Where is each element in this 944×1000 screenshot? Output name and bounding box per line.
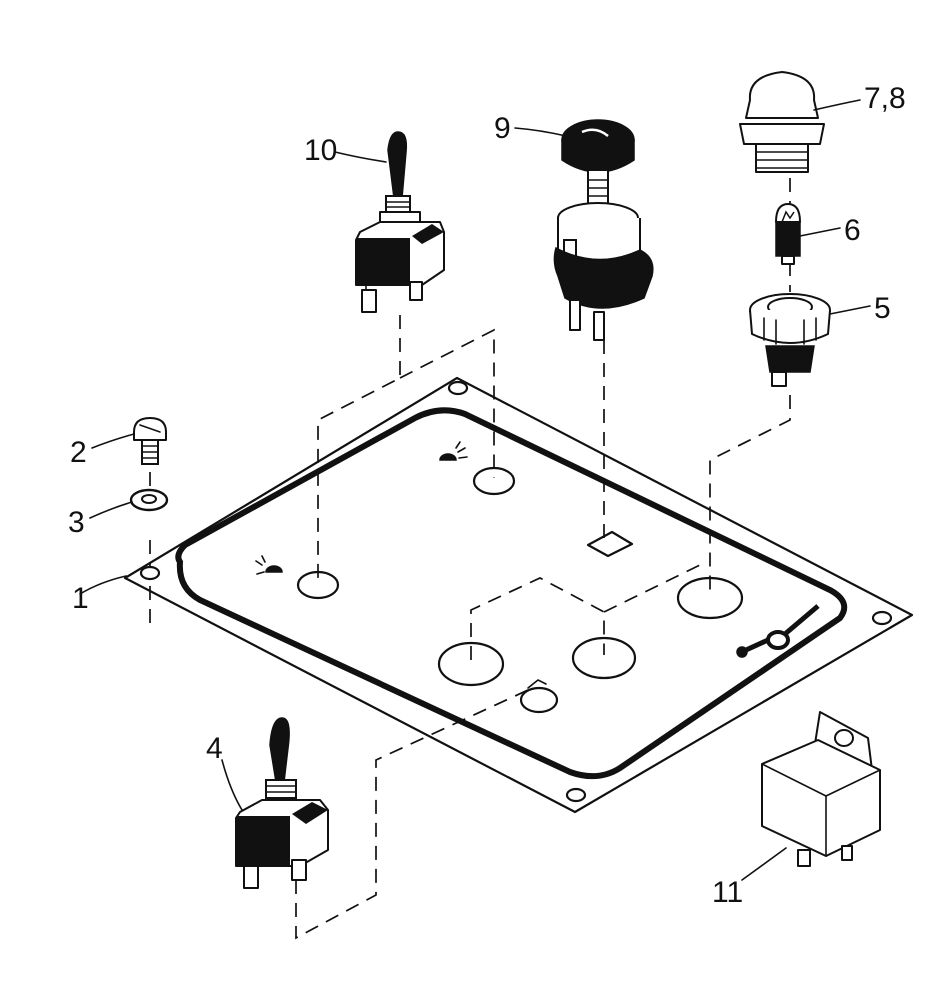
mounting-hole: [447, 380, 469, 396]
mounting-hole: [871, 610, 893, 626]
switch-panel-plate: [123, 376, 914, 814]
panel-cutout: [472, 466, 516, 496]
cutout-notch: [527, 679, 547, 689]
callout-2: 2: [70, 436, 87, 469]
panel-gasket-outline: [175, 407, 848, 780]
callout-11: 11: [712, 876, 743, 909]
mounting-hole: [565, 787, 587, 803]
choke-symbol-icon: [736, 604, 820, 658]
mounting-hole: [139, 565, 161, 581]
bulb-holder: [749, 293, 831, 387]
assembly-guide-lines: [149, 178, 791, 940]
pull-switch-knob: [553, 119, 654, 341]
headlamp-symbol-icon: [439, 441, 468, 461]
screw: [133, 417, 167, 465]
square-cutout: [586, 530, 634, 558]
panel-cutout: [437, 641, 505, 687]
toggle-switch-lower: [235, 717, 329, 889]
leader-lines: [79, 99, 871, 881]
callout-6: 6: [844, 214, 861, 247]
callout-1: 1: [72, 582, 89, 615]
callout-7-8: 7,8: [864, 82, 906, 115]
bulb: [775, 203, 801, 265]
callout-9: 9: [494, 112, 511, 145]
relay: [761, 711, 881, 867]
panel-cutout: [519, 686, 559, 714]
washer: [129, 488, 169, 512]
callout-4: 4: [206, 732, 223, 765]
toggle-switch-upper: [355, 131, 445, 313]
callout-5: 5: [874, 292, 891, 325]
callout-10: 10: [304, 134, 337, 167]
callout-labels: 1 2 3 4 5 6 7,8 9 10 11: [68, 82, 906, 909]
callout-3: 3: [68, 506, 85, 539]
panel-cutout: [571, 636, 637, 680]
warning-lamp-lens: [739, 71, 825, 173]
lamp-symbol-icon: [255, 555, 283, 575]
